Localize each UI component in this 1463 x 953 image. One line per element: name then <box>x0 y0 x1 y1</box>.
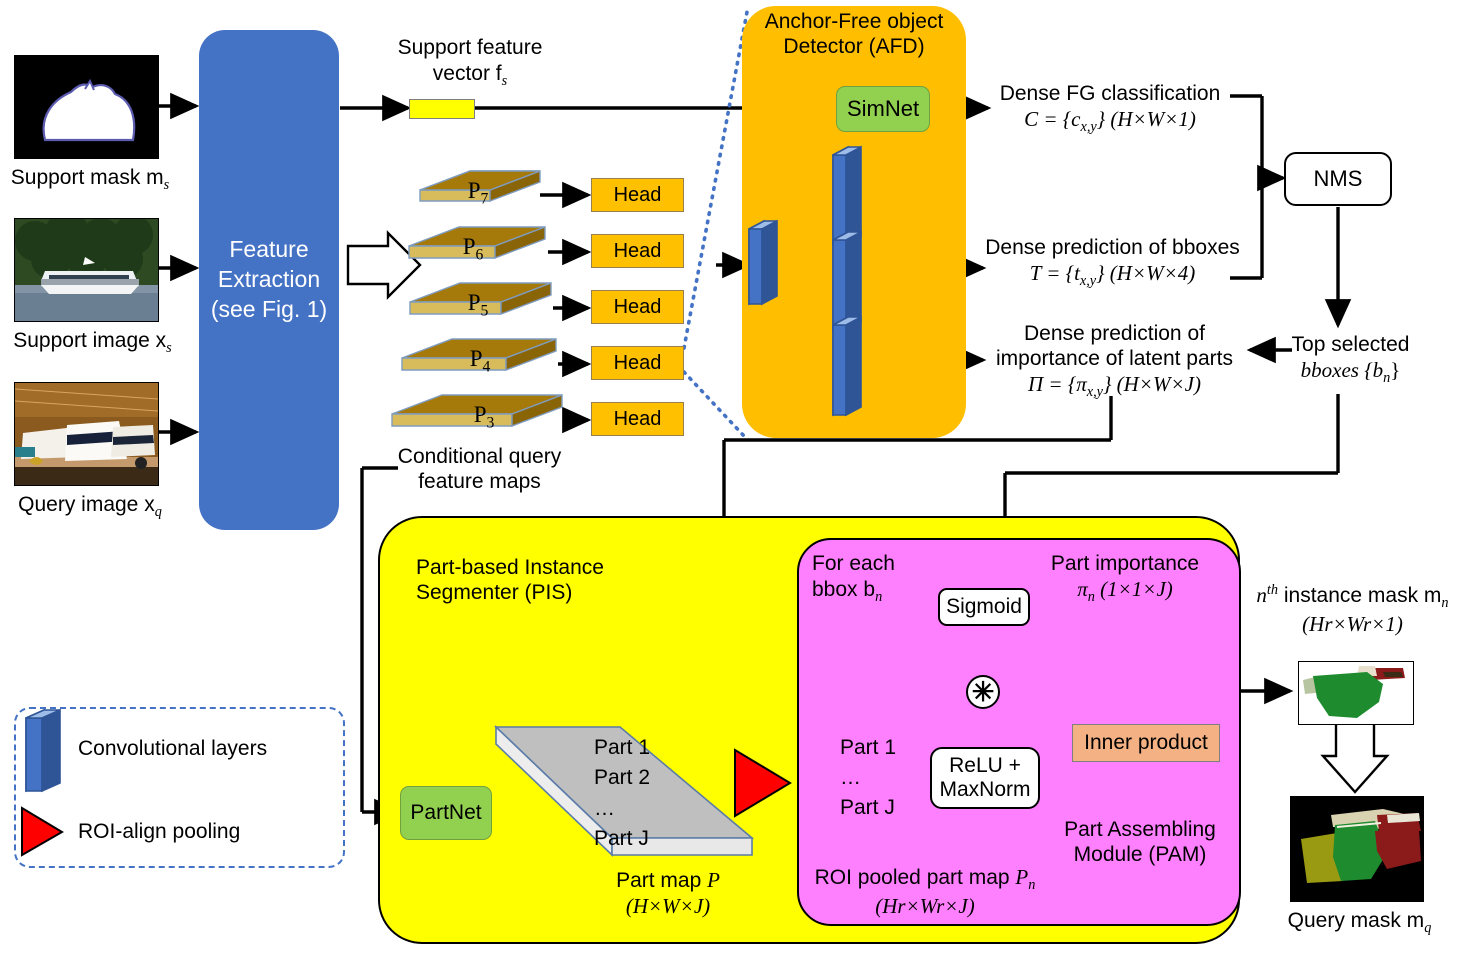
query-image-thumbnail <box>14 382 159 486</box>
part-map-row-0: Part 1 <box>594 736 651 759</box>
relu-maxnorm-box[interactable]: ReLU + MaxNorm <box>930 747 1040 809</box>
feature-extraction-line3: (see Fig. 1) <box>210 295 328 322</box>
support-image-thumbnail <box>14 218 159 322</box>
support-feature-vector-label: Support feature vector fs <box>397 36 543 89</box>
instance-to-query-block-arrow <box>1320 716 1390 794</box>
support-image-label: Support image xs <box>13 329 172 357</box>
pyramid-label-P7: P7 <box>467 178 489 208</box>
head-box-p7[interactable]: Head <box>591 178 684 212</box>
query-image-label: Query image xq <box>18 493 162 521</box>
dense-fg-classification-label: Dense FG classification C = {cx,y} (H×W×… <box>999 82 1221 135</box>
instance-mask-thumbnail <box>1298 661 1414 725</box>
nms-box[interactable]: NMS <box>1284 152 1392 206</box>
query-mask-thumbnail <box>1290 796 1424 902</box>
pyramid-label-P6: P6 <box>462 234 484 264</box>
inner-product-callout: Inner product <box>1072 724 1220 762</box>
head-box-p4[interactable]: Head <box>591 346 684 380</box>
dense-bbox-prediction-label: Dense prediction of bboxes T = {tx,y} (H… <box>985 236 1240 289</box>
part-map-row-3: Part J <box>594 827 649 851</box>
support-mask-thumbnail <box>14 55 159 159</box>
inner-product-star-icon: ✳ <box>966 675 1000 709</box>
feature-to-pyramid-block-arrow <box>346 230 422 300</box>
part-importance-label: Part importance πn (1×1×J) <box>1050 552 1200 605</box>
roi-pooled-part-map-row-labels: Part 1 … Part J <box>840 733 950 822</box>
support-feature-vector-bar <box>409 99 475 119</box>
anchor-free-detector-box <box>742 6 966 438</box>
pam-title: Part Assembling Module (PAM) <box>1064 818 1216 866</box>
query-mask-label: Query mask mq <box>1287 909 1432 937</box>
pis-title: Part-based Instance Segmenter (PIS) <box>416 556 604 604</box>
roi-row-1: … <box>840 765 861 789</box>
conditional-query-feature-maps-label: Conditional query feature maps <box>397 445 562 493</box>
feature-extraction-line1: Feature <box>229 236 309 263</box>
sigmoid-box[interactable]: Sigmoid <box>938 588 1030 626</box>
feature-extraction-block[interactable]: Feature Extraction (see Fig. 1) <box>199 30 339 530</box>
roi-row-0: Part 1 <box>840 736 897 759</box>
roi-row-2: Part J <box>840 795 895 819</box>
head-box-p6[interactable]: Head <box>591 234 684 268</box>
afd-title: Anchor-Free object Detector (AFD) <box>764 10 944 58</box>
pyramid-label-P3: P3 <box>473 402 495 432</box>
part-map-caption: Part map P (H×W×J) <box>616 868 720 918</box>
part-map-row-2: … <box>594 796 615 820</box>
head-box-p5[interactable]: Head <box>591 290 684 324</box>
support-mask-label: Support mask ms <box>10 166 170 194</box>
top-selected-bboxes-label: Top selected bboxes {bn} <box>1291 333 1410 386</box>
roi-pooled-part-map-caption: ROI pooled part map Pn (Hr×Wr×J) <box>814 865 1036 919</box>
feature-extraction-line2: Extraction <box>217 266 321 293</box>
legend-box <box>14 707 345 868</box>
partnet-box[interactable]: PartNet <box>400 786 492 840</box>
instance-mask-label: nth instance mask mn (Hr×Wr×1) <box>1256 582 1449 637</box>
dense-part-importance-label: Dense prediction of importance of latent… <box>996 322 1233 400</box>
pyramid-label-P5: P5 <box>467 290 489 320</box>
legend-item-1-label: ROI-align pooling <box>78 820 241 843</box>
simnet-box[interactable]: SimNet <box>836 86 930 132</box>
pyramid-label-P4: P4 <box>469 346 491 376</box>
pam-foreach-label: For each bbox bn <box>812 552 895 605</box>
head-box-p3[interactable]: Head <box>591 402 684 436</box>
part-map-row-labels: Part 1 Part 2 … Part J <box>594 733 724 855</box>
legend-item-0-label: Convolutional layers <box>78 737 268 760</box>
part-map-row-1: Part 2 <box>594 766 651 790</box>
